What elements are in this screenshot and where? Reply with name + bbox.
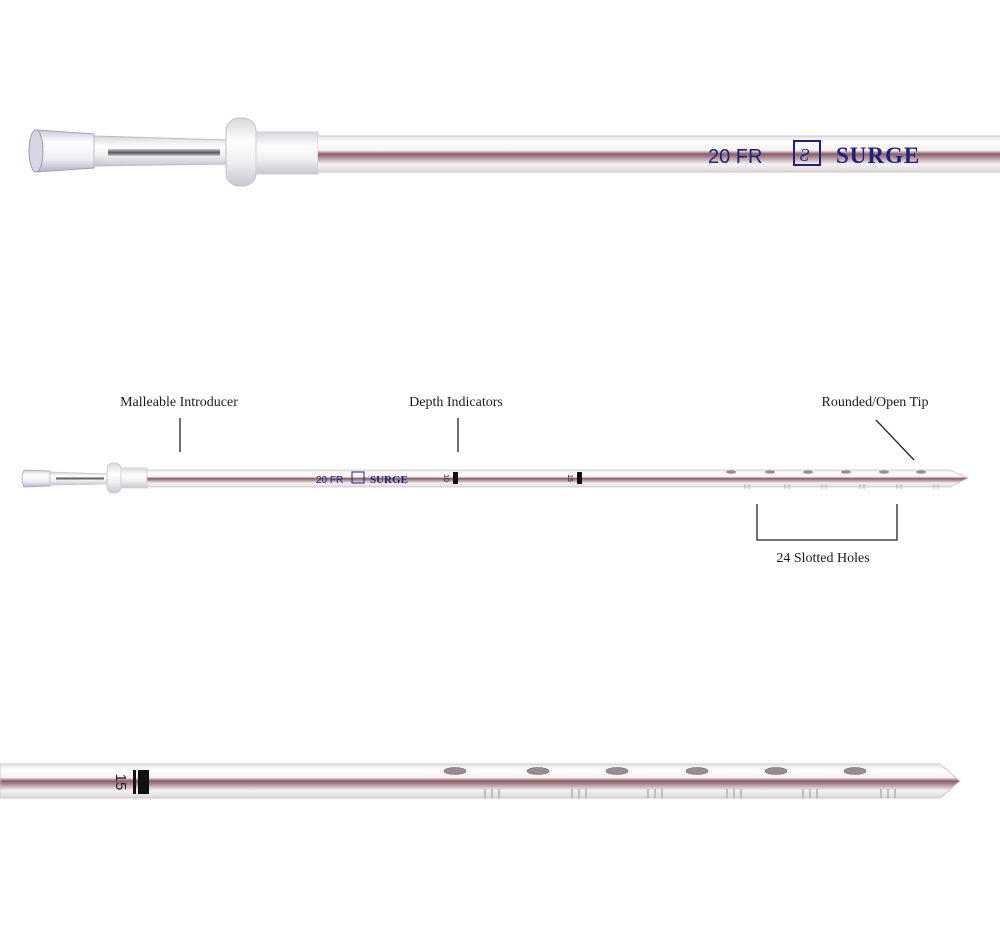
depth-marker-15: 15	[566, 472, 582, 484]
brand-logo-icon	[793, 140, 821, 166]
svg-text:10: 10	[442, 474, 449, 482]
tube-tip-closeup	[0, 763, 961, 799]
callout-depth-indicators: Depth Indicators	[409, 395, 503, 410]
malleable-introducer-rod	[108, 149, 220, 156]
tube-body-closeup	[318, 136, 1000, 172]
callout-introducer: Malleable Introducer	[120, 395, 238, 410]
callout-tip: Rounded/Open Tip	[822, 395, 929, 410]
size-label-full: 20 FR	[316, 475, 343, 486]
tube-flange	[225, 117, 257, 187]
depth-marker-15-closeup: 15	[112, 770, 149, 794]
full-tube-view: Malleable Introducer Depth Indicators Ro…	[21, 395, 969, 566]
bottom-closeup-view: 15	[0, 763, 961, 799]
svg-text:15: 15	[566, 474, 573, 482]
brand-logo-glyph: Ƨ	[800, 145, 810, 165]
svg-text:15: 15	[112, 774, 129, 791]
brand-name-full: SURGE	[370, 474, 408, 486]
callout-slotted-holes: 24 Slotted Holes	[776, 551, 869, 566]
brand-name-closeup: SURGE	[836, 143, 920, 168]
depth-marker-10: 10	[442, 472, 458, 484]
slotted-holes-closeup	[443, 767, 896, 798]
size-label-closeup: 20 FR	[708, 146, 762, 168]
top-closeup-view: 20 FR Ƨ SURGE	[28, 117, 1000, 187]
slotted-holes-full	[726, 470, 939, 489]
